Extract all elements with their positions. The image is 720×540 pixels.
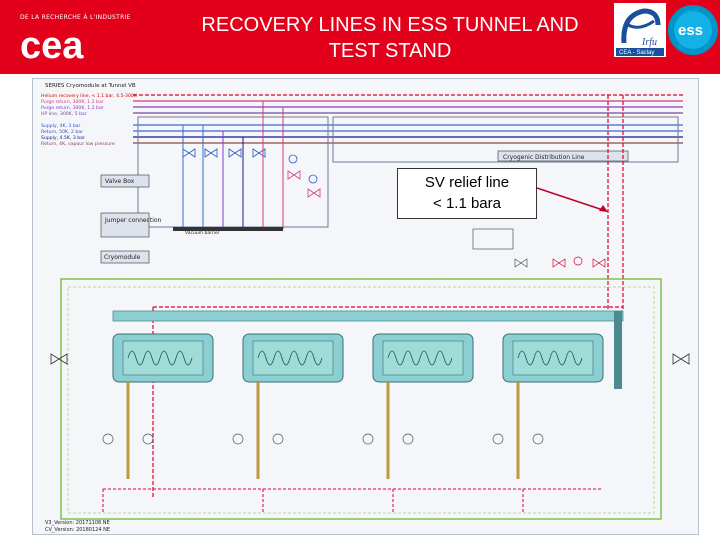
legend-line-4: HP line, 300K, 5 bar xyxy=(41,111,87,117)
callout-line-2: < 1.1 bara xyxy=(433,195,501,212)
valve-box-label: Valve Box xyxy=(105,178,135,185)
callout-line-1: SV relief line xyxy=(424,174,510,191)
callout-arrow xyxy=(536,187,608,212)
cryomodule-label: Cryomodule xyxy=(104,254,141,261)
irfu-logo-text: Irfu xyxy=(641,37,657,48)
vacuum-barrier-label: Vacuum barrier xyxy=(185,230,220,236)
line-legend: Helium recovery line, < 1.1 bar, 4.5-300… xyxy=(41,93,138,147)
cdl-label: Cryogenic Distribution Line xyxy=(503,154,585,161)
cavity-tanks xyxy=(112,333,604,383)
vacuum-barrier-bar xyxy=(173,227,283,231)
process-lines xyxy=(133,94,683,144)
legend-line-1: Helium recovery line, < 1.1 bar, 4.5-300… xyxy=(41,93,138,99)
tank-3 xyxy=(372,333,474,383)
cryomodule-enclosure xyxy=(60,278,662,520)
header-bar: DE LA RECHERCHE À L'INDUSTRIE cea RECOVE… xyxy=(0,0,720,74)
title-line-2: TEST STAND xyxy=(328,40,452,62)
title-line-1: RECOVERY LINES IN ESS TUNNEL AND xyxy=(201,14,579,36)
legend-line-6: Return, 50K, 2 bar xyxy=(41,129,83,135)
header-pipe xyxy=(112,310,624,322)
series-label: SERIES Cryomodule at Tunnel VB xyxy=(45,83,136,89)
page-title: RECOVERY LINES IN ESS TUNNEL AND TEST ST… xyxy=(160,12,620,64)
valve-symbols xyxy=(182,148,321,198)
tank-1 xyxy=(112,333,214,383)
section-labels: Valve Box Jumper connection Cryomodule C… xyxy=(100,150,629,264)
ess-logo-text: ess xyxy=(678,22,703,39)
legend-line-3: Purge return, 300K, 1.2 bar xyxy=(41,105,104,111)
jumper-label: Jumper connection xyxy=(104,217,162,224)
version-1: V3_Version: 20171108 NE xyxy=(45,520,110,526)
cdl-components xyxy=(472,228,606,268)
bottom-relief xyxy=(102,488,603,514)
risers xyxy=(182,101,284,229)
tank-2 xyxy=(242,333,344,383)
legend-line-2: Purge return, 300K, 1.2 bar xyxy=(41,99,104,105)
irfu-logo: Irfu CEA - Saclay xyxy=(614,3,666,57)
legend-line-7: Supply, 4.5K, 3 bar xyxy=(41,135,85,141)
cryo-diagram: SERIES Cryomodule at Tunnel VB Helium re… xyxy=(32,78,699,535)
left-flange xyxy=(50,353,68,365)
legend-line-5: Supply, 4K, 3 bar xyxy=(41,123,81,129)
ess-logo: ess xyxy=(668,5,718,55)
tank-4 xyxy=(502,333,604,383)
version-2: CV_Version: 20180124 NE xyxy=(45,527,110,533)
cea-tagline: DE LA RECHERCHE À L'INDUSTRIE xyxy=(20,14,131,21)
coupler-stems xyxy=(126,382,520,479)
lower-valves xyxy=(102,433,544,445)
cea-logo-text: cea xyxy=(20,25,84,64)
relief-line-callout: SV relief line < 1.1 bara xyxy=(397,168,537,219)
legend-line-8: Return, 4K, vapour low pressure xyxy=(41,141,115,147)
irfu-logo-sub: CEA - Saclay xyxy=(619,50,654,56)
right-flange xyxy=(672,353,690,365)
cdl-outline xyxy=(332,116,679,163)
cea-logo: cea xyxy=(20,25,84,64)
